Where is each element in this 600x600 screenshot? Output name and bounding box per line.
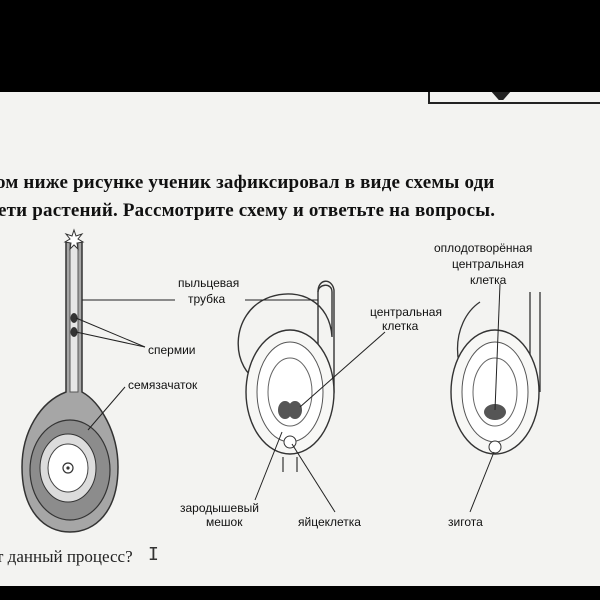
task-text-line-2: ети растений. Рассмотрите схему и ответь…	[0, 200, 496, 221]
fertilization-diagram	[21, 228, 541, 533]
label-fert-central-3: клетка	[470, 273, 507, 287]
label-ovule: семязачаток	[128, 378, 198, 392]
label-embryo-sac-1: зародышевый	[180, 501, 259, 515]
label-fert-central-1: оплодотворённая	[434, 241, 533, 255]
label-zygote: зигота	[448, 515, 483, 529]
answer-box	[428, 92, 600, 104]
box-mark	[490, 92, 512, 100]
embryo-sac-figure	[237, 280, 335, 472]
text-cursor-icon: I	[148, 544, 159, 565]
question-text: т данный процесс?	[0, 547, 133, 566]
label-embryo-sac-2: мешок	[206, 515, 243, 529]
label-pollen-tube-2: трубка	[188, 292, 226, 306]
worksheet-page: ом ниже рисунке ученик зафиксировал в ви…	[0, 92, 600, 586]
label-central-cell-2: клетка	[382, 319, 419, 333]
label-pollen-tube-1: пыльцевая	[178, 276, 240, 290]
task-text-line-1: ом ниже рисунке ученик зафиксировал в ви…	[0, 172, 495, 193]
pistil-figure	[21, 228, 119, 533]
label-fert-central-2: центральная	[452, 257, 524, 271]
fertilized-sac-figure	[450, 292, 541, 455]
label-central-cell-1: центральная	[370, 305, 442, 319]
label-egg-cell: яйцеклетка	[298, 515, 361, 529]
label-sperm: спермии	[148, 343, 196, 357]
